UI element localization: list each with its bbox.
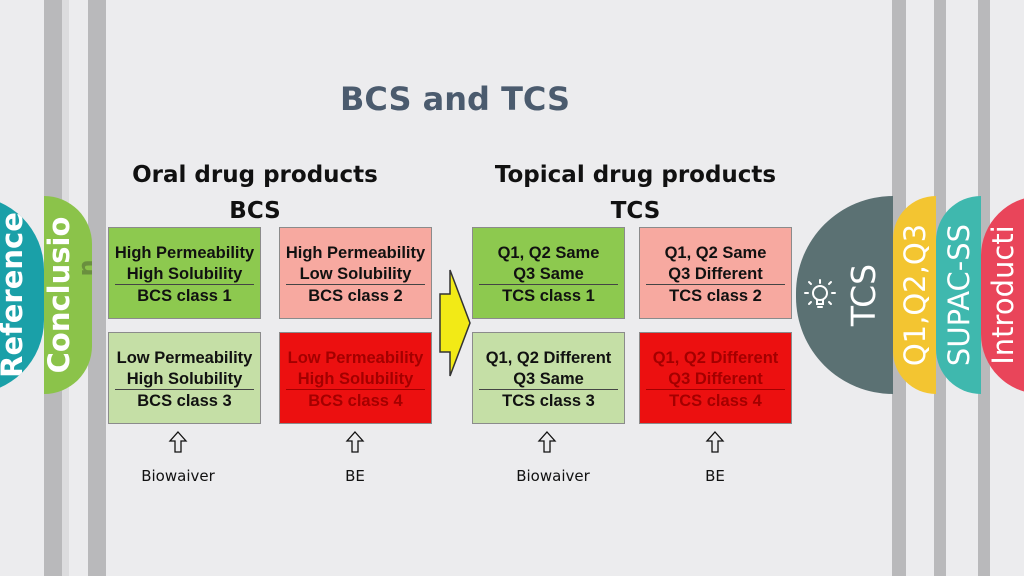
divider [479,389,618,390]
up-arrow-icon [705,431,725,453]
divider [286,284,425,285]
bcs-class-1-line1: High Permeability [114,244,255,262]
tcs-class-2-line2: Q3 Different [668,265,763,283]
bcs-class-1-box: High Permeability High Solubility BCS cl… [108,227,261,319]
tcs-class-2-box: Q1, Q2 Same Q3 Different TCS class 2 [639,227,792,319]
bcs-class-4-line2: High Solubility [297,370,414,388]
tcs-class-4-box: Q1, Q2 Different Q3 Different TCS class … [639,332,792,424]
bcs-class-2-line1: High Permeability [285,244,426,262]
slide-title: BCS and TCS [339,80,571,118]
bcs-class-3-label: BCS class 3 [137,392,232,410]
divider [286,389,425,390]
up-arrow-icon [168,431,188,453]
note-be-tcs: BE [705,467,725,485]
tab-introduction-label: Introducti [986,225,1021,365]
up-arrow-icon [345,431,365,453]
topical-heading: Topical drug products [494,162,777,188]
tcs-class-4-line1: Q1, Q2 Different [652,349,779,367]
tcs-class-2-label: TCS class 2 [669,287,762,305]
tcs-class-4-line2: Q3 Different [668,370,763,388]
tcs-class-3-box: Q1, Q2 Different Q3 Same TCS class 3 [472,332,625,424]
tab-tcs[interactable]: TCS [796,196,893,394]
tcs-class-3-line1: Q1, Q2 Different [485,349,612,367]
tab-conclusion-label-extra: n [73,259,92,276]
tab-supac-ss-label: SUPAC-SS [941,223,976,367]
bcs-class-1-label: BCS class 1 [137,287,232,305]
bcs-class-1-line2: High Solubility [126,265,243,283]
tcs-class-3-line2: Q3 Same [513,370,584,388]
tcs-class-4-label: TCS class 4 [669,392,762,410]
bcs-class-3-line2: High Solubility [126,370,243,388]
tcs-class-1-line1: Q1, Q2 Same [497,244,600,262]
divider [479,284,618,285]
bcs-class-3-line1: Low Permeability [116,349,253,367]
tcs-class-3-label: TCS class 3 [502,392,595,410]
tcs-class-1-box: Q1, Q2 Same Q3 Same TCS class 1 [472,227,625,319]
tcs-class-2-line1: Q1, Q2 Same [664,244,767,262]
bcs-class-4-line1: Low Permeability [287,349,424,367]
tab-conclusion[interactable]: Conclusio n [44,196,92,394]
divider [646,389,785,390]
bcs-class-2-label: BCS class 2 [308,287,403,305]
oral-heading: Oral drug products [132,162,378,188]
right-arrow-icon [439,269,471,377]
divider [115,284,254,285]
tab-q1q2q3[interactable]: Q1,Q2,Q3 [893,196,936,394]
up-arrow-icon [537,431,557,453]
tab-introduction[interactable]: Introducti [981,196,1024,394]
divider [115,389,254,390]
bcs-class-2-box: High Permeability Low Solubility BCS cla… [279,227,432,319]
tab-conclusion-label: Conclusio [44,216,77,374]
lightbulb-icon [804,279,836,308]
left-stripe-inner [88,0,106,576]
tcs-heading: TCS [610,198,661,224]
tcs-class-1-line2: Q3 Same [513,265,584,283]
bcs-class-2-line2: Low Solubility [299,265,412,283]
tab-reference[interactable]: Reference [0,196,44,394]
tab-supac-ss[interactable]: SUPAC-SS [936,196,981,394]
note-biowaiver-tcs: Biowaiver [516,467,590,485]
bcs-class-4-label: BCS class 4 [308,392,403,410]
tab-reference-label: Reference [0,212,30,378]
bcs-heading: BCS [229,198,281,224]
tcs-class-1-label: TCS class 1 [502,287,595,305]
tab-tcs-label: TCS [844,263,883,327]
bcs-class-4-box: Low Permeability High Solubility BCS cla… [279,332,432,424]
divider [646,284,785,285]
note-be-bcs: BE [345,467,365,485]
bcs-class-3-box: Low Permeability High Solubility BCS cla… [108,332,261,424]
tab-q1q2q3-label: Q1,Q2,Q3 [897,223,932,367]
note-biowaiver-bcs: Biowaiver [141,467,215,485]
